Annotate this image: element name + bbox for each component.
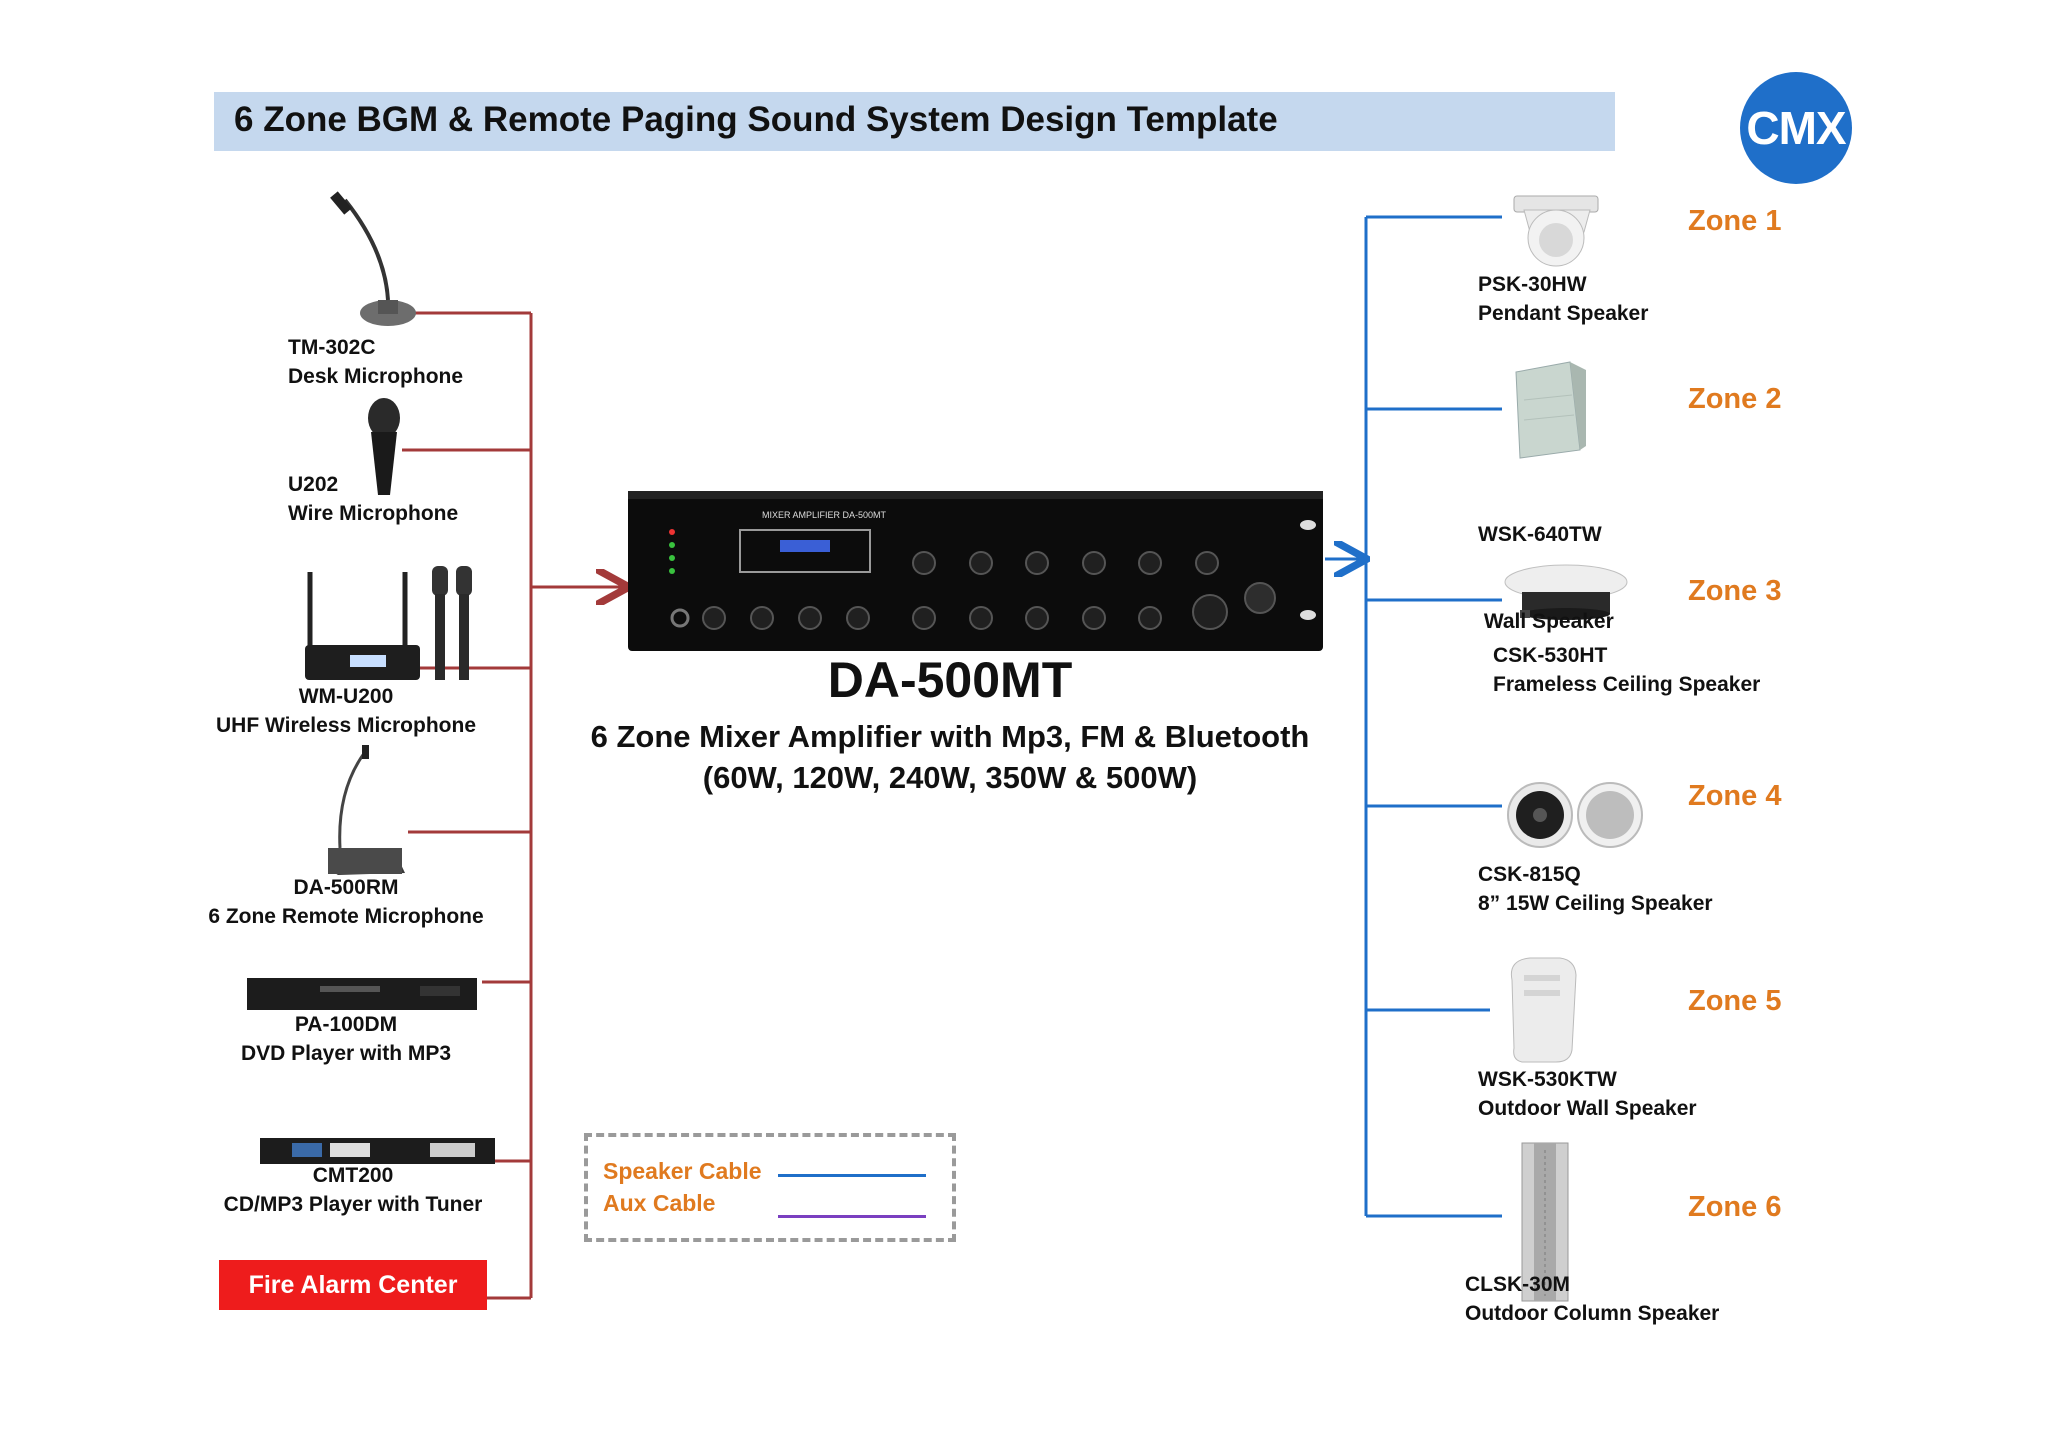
cmx-logo: CMX: [1740, 72, 1852, 184]
amplifier-desc-line1: 6 Zone Mixer Amplifier with Mp3, FM & Bl…: [590, 719, 1310, 754]
speaker-label-zone-6: CLSK-30M Outdoor Column Speaker: [1465, 1270, 1719, 1328]
amplifier-panel-label: MIXER AMPLIFIER DA-500MT: [762, 510, 887, 520]
input-label-remote-mic: DA-500RM 6 Zone Remote Microphone: [196, 873, 496, 931]
zone-1-label: Zone 1: [1688, 205, 1782, 237]
remote-microphone-icon: [328, 745, 405, 875]
fire-alarm-center: Fire Alarm Center: [219, 1260, 487, 1310]
amplifier-leds: [669, 529, 675, 574]
ceiling-speaker-icon: [1504, 564, 1628, 620]
amplifier-description: 6 Zone Mixer Amplifier with Mp3, FM & Bl…: [560, 716, 1340, 798]
amplifier-desc-line2: (60W, 120W, 240W, 350W & 500W): [702, 760, 1198, 795]
amplifier-knobs: [702, 551, 1228, 630]
input-desc: 6 Zone Remote Microphone: [208, 905, 484, 928]
speaker-model: PSK-30HW: [1478, 273, 1587, 296]
speaker-label-zone-5: WSK-530KTW Outdoor Wall Speaker: [1478, 1065, 1697, 1123]
speaker-label-zone-3: CSK-530HT Frameless Ceiling Speaker: [1493, 641, 1760, 699]
zone-2-label: Zone 2: [1688, 383, 1782, 415]
input-desc: CD/MP3 Player with Tuner: [223, 1193, 483, 1216]
input-model: U202: [288, 473, 339, 496]
input-label-wireless-mic: WM-U200 UHF Wireless Microphone: [208, 682, 484, 740]
speaker-desc: Frameless Ceiling Speaker: [1493, 673, 1761, 696]
input-desc: UHF Wireless Microphone: [215, 714, 477, 737]
input-model: CMT200: [312, 1164, 394, 1187]
amplifier-model: DA-500MT: [827, 652, 1073, 708]
round-ceiling-speaker-icon: [1507, 782, 1643, 848]
desk-microphone-icon: [330, 191, 416, 326]
legend-aux-cable-line: [778, 1215, 926, 1218]
input-model: WM-U200: [298, 685, 394, 708]
zone-4-label: Zone 4: [1688, 780, 1782, 812]
pendant-speaker-icon: [1513, 195, 1599, 267]
outdoor-wall-speaker-icon: [1510, 957, 1577, 1063]
input-model: DA-500RM: [293, 876, 399, 899]
speaker-model: WSK-640TW: [1478, 523, 1602, 546]
legend-aux-cable-label: Aux Cable: [603, 1190, 716, 1216]
input-desc: DVD Player with MP3: [240, 1042, 452, 1065]
speaker-model: CSK-530HT: [1493, 644, 1608, 667]
page-title: 6 Zone BGM & Remote Paging Sound System …: [234, 100, 1278, 139]
speaker-model: CSK-815Q: [1478, 863, 1581, 886]
input-label-cd-tuner: CMT200 CD/MP3 Player with Tuner: [208, 1161, 498, 1219]
input-label-wire-mic: U202 Wire Microphone: [288, 470, 458, 528]
speaker-label-zone-2: WSK-640TW Wall Speaker: [1478, 462, 1614, 665]
speaker-desc: Pendant Speaker: [1478, 302, 1649, 325]
speaker-model: CLSK-30M: [1465, 1273, 1571, 1296]
handheld-microphone-icon: [368, 398, 400, 495]
input-desc: Desk Microphone: [288, 365, 464, 388]
speaker-desc: Outdoor Wall Speaker: [1478, 1097, 1697, 1120]
speaker-model: WSK-530KTW: [1478, 1068, 1617, 1091]
speaker-desc: 8” 15W Ceiling Speaker: [1478, 892, 1713, 915]
speaker-label-zone-4: CSK-815Q 8” 15W Ceiling Speaker: [1478, 860, 1713, 918]
zone-3-label: Zone 3: [1688, 575, 1782, 607]
speaker-label-zone-1: PSK-30HW Pendant Speaker: [1478, 270, 1648, 328]
legend-speaker-cable-line: [778, 1174, 926, 1177]
wireless-microphone-icon: [305, 566, 472, 680]
title-bar: [214, 92, 1615, 151]
input-label-desk-mic: TM-302C Desk Microphone: [288, 333, 463, 391]
input-model: PA-100DM: [294, 1013, 398, 1036]
column-speaker-icon: [1521, 1142, 1569, 1302]
speaker-bus: [1325, 215, 1502, 1218]
cd-tuner-icon: [260, 1138, 495, 1164]
dvd-player-icon: [247, 978, 477, 1010]
zone-6-label: Zone 6: [1688, 1191, 1782, 1223]
input-model: TM-302C: [288, 336, 376, 359]
speaker-desc: Wall Speaker: [1478, 610, 1614, 633]
wall-speaker-icon: [1515, 361, 1586, 459]
cable-legend: [584, 1133, 956, 1242]
legend-speaker-cable-label: Speaker Cable: [603, 1158, 762, 1184]
input-label-dvd: PA-100DM DVD Player with MP3: [216, 1010, 476, 1068]
zone-5-label: Zone 5: [1688, 985, 1782, 1017]
speaker-desc: Outdoor Column Speaker: [1465, 1302, 1720, 1325]
input-desc: Wire Microphone: [288, 502, 459, 525]
